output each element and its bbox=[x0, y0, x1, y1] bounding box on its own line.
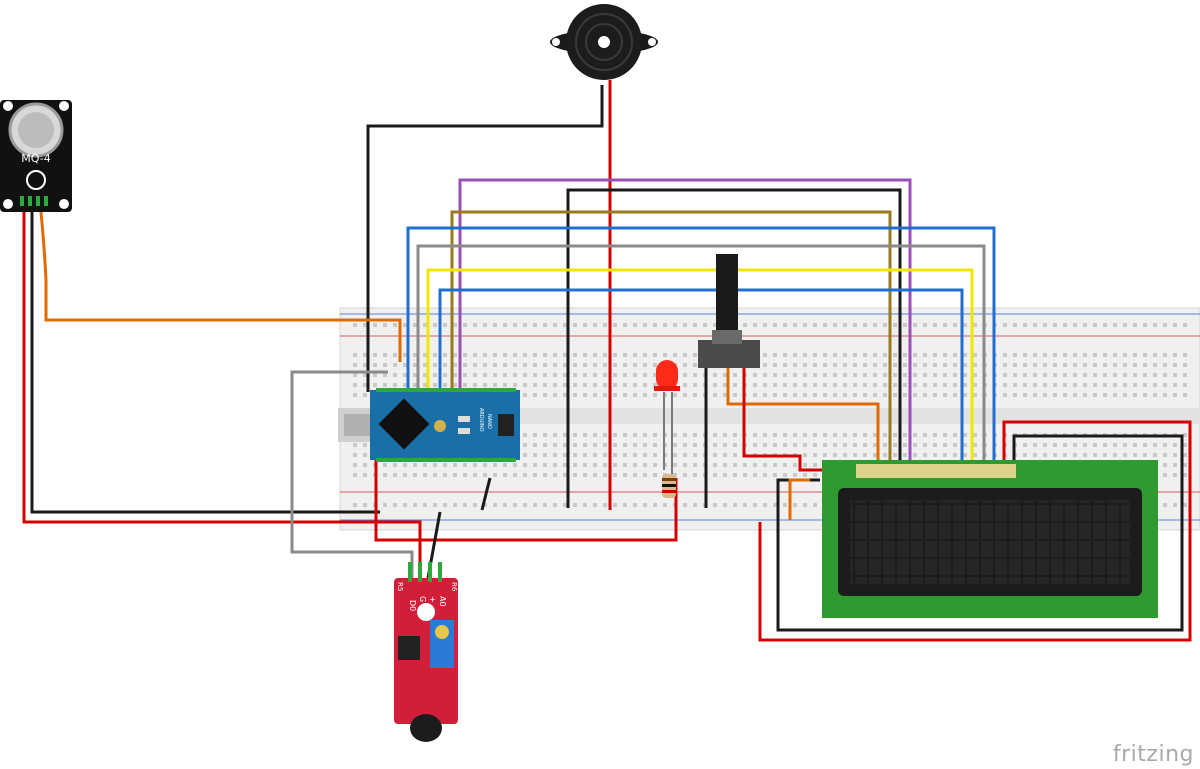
flame-label-r6: R6 bbox=[450, 582, 458, 592]
wire-red-mq4 bbox=[22, 202, 380, 524]
wire-black-mq4 bbox=[30, 202, 380, 514]
wire-gray-top bbox=[416, 244, 986, 472]
flame-label-a0: A0 bbox=[438, 596, 447, 607]
wire-gray-sensor bbox=[290, 370, 414, 578]
wire-purple bbox=[458, 178, 912, 472]
wires bbox=[22, 80, 1192, 642]
mq4-label: MQ-4 bbox=[21, 152, 50, 165]
flame-label-plus: + bbox=[428, 596, 437, 603]
wire-blue-mid bbox=[438, 288, 964, 472]
wire-black-right bbox=[776, 434, 1184, 632]
flame-label-d0: D0 bbox=[408, 600, 417, 611]
wire-orange-lcd bbox=[788, 478, 810, 520]
wire-black-top bbox=[566, 188, 902, 508]
wire-red-lcd-loop bbox=[374, 392, 678, 542]
lcd-16x2 bbox=[822, 460, 1158, 618]
flame-label-r5: R5 bbox=[396, 582, 404, 591]
arduino-nano: ARDUINO NANO bbox=[338, 388, 520, 462]
wire-black-bb bbox=[480, 477, 492, 511]
resistor bbox=[662, 474, 676, 498]
arduino-label-nano: NANO bbox=[486, 414, 492, 429]
arduino-label: ARDUINO bbox=[478, 408, 484, 432]
wire-blue-top bbox=[406, 226, 996, 472]
flame-label-g: G bbox=[418, 596, 427, 602]
wire-brown bbox=[450, 210, 892, 472]
buzzer bbox=[550, 4, 658, 80]
wire-red-sensor bbox=[380, 520, 422, 578]
wire-yellow bbox=[426, 268, 974, 472]
wire-black-buzzer bbox=[366, 85, 604, 392]
wire-orange-mq4 bbox=[38, 201, 402, 362]
wire-orange-pot bbox=[726, 368, 880, 472]
flame-sensor: D0 G + A0 R5 R6 bbox=[394, 562, 458, 742]
red-led bbox=[654, 360, 680, 391]
fritzing-branding: fritzing bbox=[1112, 742, 1194, 767]
mq4-gas-sensor: MQ-4 bbox=[0, 100, 72, 212]
wire-red-right bbox=[758, 420, 1192, 642]
potentiometer bbox=[698, 254, 760, 368]
